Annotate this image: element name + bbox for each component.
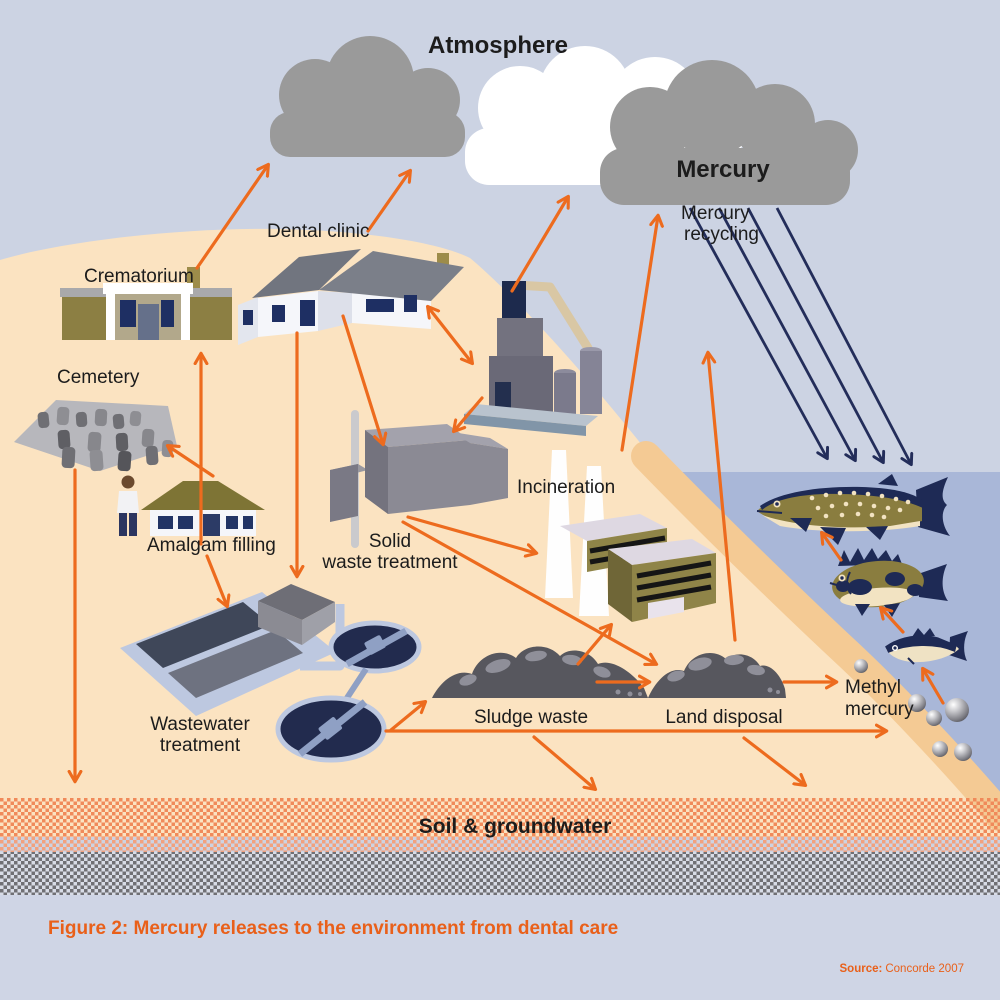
- arrow-sludge-to-soil: [532, 735, 595, 789]
- label-amalgam-filling: Amalgam filling: [147, 535, 276, 556]
- cloud-left: [270, 36, 465, 157]
- atmosphere-title: Atmosphere: [428, 32, 568, 59]
- label-wastewater: Wastewater: [150, 714, 250, 735]
- water: [663, 472, 1000, 805]
- figure-caption: Figure 2: Mercury releases to the enviro…: [48, 918, 618, 939]
- label-cemetery: Cemetery: [57, 367, 140, 388]
- label-methyl-mercury: Methyl: [845, 677, 901, 698]
- arrow-recycling-to-solidwaste: [454, 396, 484, 431]
- sludge-waste-pile: [432, 646, 648, 698]
- arrow-dental-recycling-bidirectional: [428, 307, 472, 363]
- arrow-amalgam-to-cemetery: [168, 446, 215, 478]
- label-solid-waste-2: waste treatment: [321, 552, 458, 573]
- solid-waste-treatment-building: [330, 410, 508, 548]
- pike-spots: [809, 490, 911, 520]
- arrow-landdisposal-to-soil: [742, 736, 805, 785]
- tombstones: [37, 406, 174, 472]
- rain-arrow: [775, 207, 911, 464]
- rain-arrow: [717, 207, 855, 460]
- flow-arrows: [75, 165, 945, 789]
- arrow-amalgam-to-wastewater: [205, 554, 227, 606]
- crematorium-building: [60, 267, 232, 340]
- arrow-sludge-to-incineration: [576, 625, 611, 666]
- soil-groundwater-bands: [0, 798, 1000, 1000]
- label-methyl-mercury-2: mercury: [845, 699, 914, 720]
- chimney: [545, 450, 573, 598]
- arrow-landdisposal-to-atmosphere: [708, 353, 737, 642]
- fish-perch: [829, 548, 948, 617]
- amalgam-filling-illustration: [117, 475, 265, 536]
- label-crematorium: Crematorium: [84, 266, 194, 287]
- rain-arrow: [746, 207, 883, 462]
- label-wastewater-2: treatment: [160, 735, 241, 756]
- arrow-perch-to-pike: [822, 533, 843, 562]
- person-figure: [117, 475, 139, 536]
- arrow-solidwaste-to-incineration: [406, 515, 536, 553]
- source-credit: Source:Concorde 2007: [840, 963, 964, 975]
- arrow-mercury-to-smallfish: [923, 669, 945, 705]
- label-dental-clinic: Dental clinic: [267, 221, 369, 242]
- beach-strip: [631, 441, 1000, 831]
- soil-groundwater-label: Soil & groundwater: [419, 815, 612, 838]
- land-disposal-pile: [648, 652, 786, 698]
- arrow-dental-to-atmosphere: [366, 171, 410, 233]
- incineration-plant: [545, 450, 716, 622]
- dental-clinic-building: [238, 249, 464, 345]
- label-incineration: Incineration: [517, 477, 615, 498]
- label-mercury-recycling: Mercury: [681, 203, 750, 224]
- mercury-cloud-label: Mercury: [676, 156, 770, 183]
- cemetery-illustration: [14, 400, 177, 472]
- arrow-incineration-to-atmosphere: [620, 216, 658, 452]
- arrow-dental-to-solidwaste: [341, 314, 383, 444]
- rain-arrows: [688, 207, 911, 464]
- arrow-smallfish-to-perch: [881, 608, 905, 634]
- arrow-solidwaste-to-landdisposal: [401, 520, 656, 664]
- arrow-recycling-to-atmosphere: [510, 197, 568, 293]
- label-mercury-recycling-2: recycling: [684, 224, 759, 245]
- label-solid-waste: Solid: [369, 531, 411, 552]
- cloud-mercury: [600, 60, 858, 205]
- arrow-wastewater-to-sludge: [389, 702, 425, 732]
- mercury-recycling-plant: [464, 280, 602, 436]
- wastewater-treatment-plant: [120, 584, 422, 763]
- fish-minnow: [885, 628, 968, 665]
- fish-pike: [756, 474, 950, 545]
- rain-arrow: [688, 207, 827, 458]
- arrow-crematorium-to-atmosphere: [195, 165, 268, 270]
- mercury-droplets: [854, 659, 972, 761]
- label-sludge-waste: Sludge waste: [474, 707, 588, 728]
- label-land-disposal: Land disposal: [665, 707, 782, 728]
